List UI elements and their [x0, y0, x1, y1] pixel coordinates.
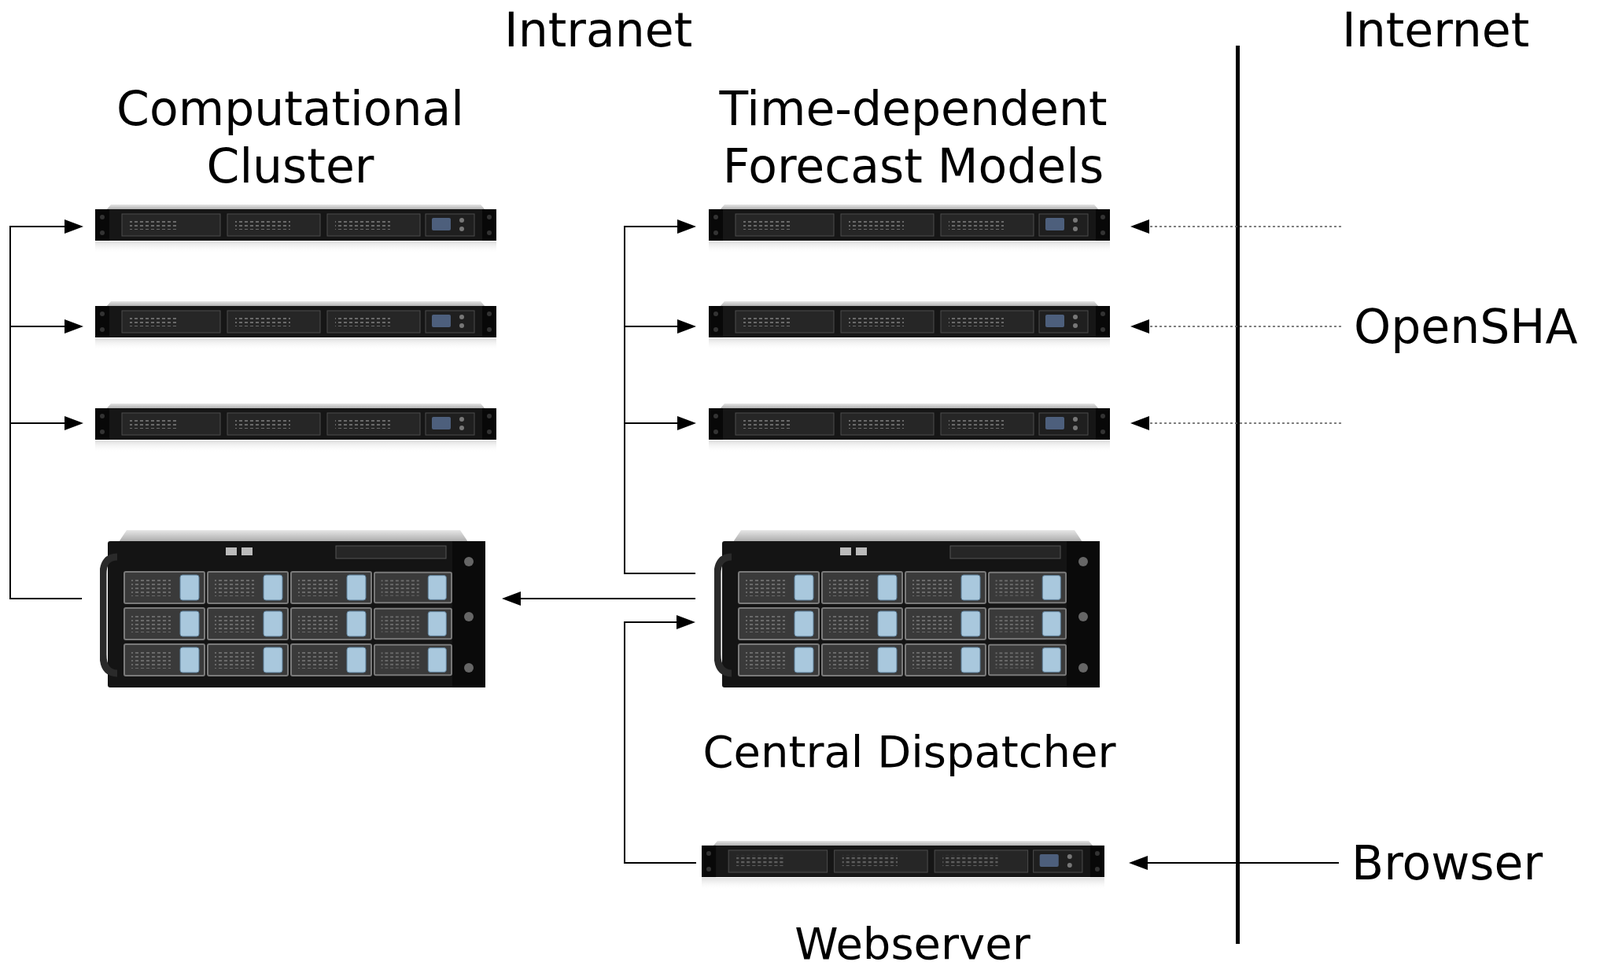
connector-line [624, 325, 681, 328]
connector [1128, 855, 1339, 871]
zone-label: Intranet [504, 1, 693, 59]
rack-server [708, 403, 1110, 453]
storage-server [717, 530, 1100, 688]
arrowhead [677, 319, 697, 334]
node-label: Browser [1351, 834, 1543, 893]
arrowhead [676, 615, 696, 630]
node-label: Webserver [794, 917, 1030, 971]
rack-server [708, 204, 1110, 254]
node-label: OpenSHA [1353, 298, 1578, 356]
node-label: Computational Cluster [84, 80, 496, 196]
connector [624, 219, 697, 574]
arrowhead [1128, 855, 1148, 871]
dispatcher-box: Central Dispatcher [695, 525, 1124, 782]
connector [501, 591, 696, 606]
rack-server [95, 301, 497, 351]
cluster-bracket [10, 226, 82, 599]
cluster-group: Computational Cluster [78, 78, 502, 701]
connector-line [1146, 325, 1342, 328]
arrowhead [501, 591, 521, 606]
connector-line [1144, 862, 1339, 864]
arrowhead [677, 416, 697, 431]
connector-line [624, 226, 696, 574]
node-label: Time-dependent Forecast Models [702, 80, 1125, 196]
storage-server [103, 530, 486, 688]
zone-label: Internet [1341, 1, 1530, 59]
external-source: OpenSHA [1349, 294, 1593, 360]
rack-server [95, 204, 497, 254]
forecast-group: Time-dependent Forecast Models [696, 78, 1131, 457]
connector-line [517, 597, 696, 600]
rack-server [95, 403, 497, 453]
divider-line [1235, 45, 1240, 944]
rack-server [701, 840, 1105, 890]
dotted-connector [1130, 219, 1342, 431]
webserver-box: Webserver [696, 835, 1129, 973]
connector-line [1146, 225, 1342, 228]
arrowhead [1130, 416, 1150, 431]
arrowhead [1130, 319, 1150, 334]
connector-line [624, 422, 681, 424]
arrowhead [1130, 219, 1150, 234]
external-client: Browser [1346, 831, 1583, 896]
bracket-arrowheads [64, 219, 84, 431]
connector-line [624, 622, 697, 863]
rack-server [708, 301, 1110, 351]
connector [624, 615, 697, 863]
connector-line [1146, 422, 1342, 424]
node-label: Central Dispatcher [702, 725, 1116, 779]
arrowhead [677, 219, 697, 234]
